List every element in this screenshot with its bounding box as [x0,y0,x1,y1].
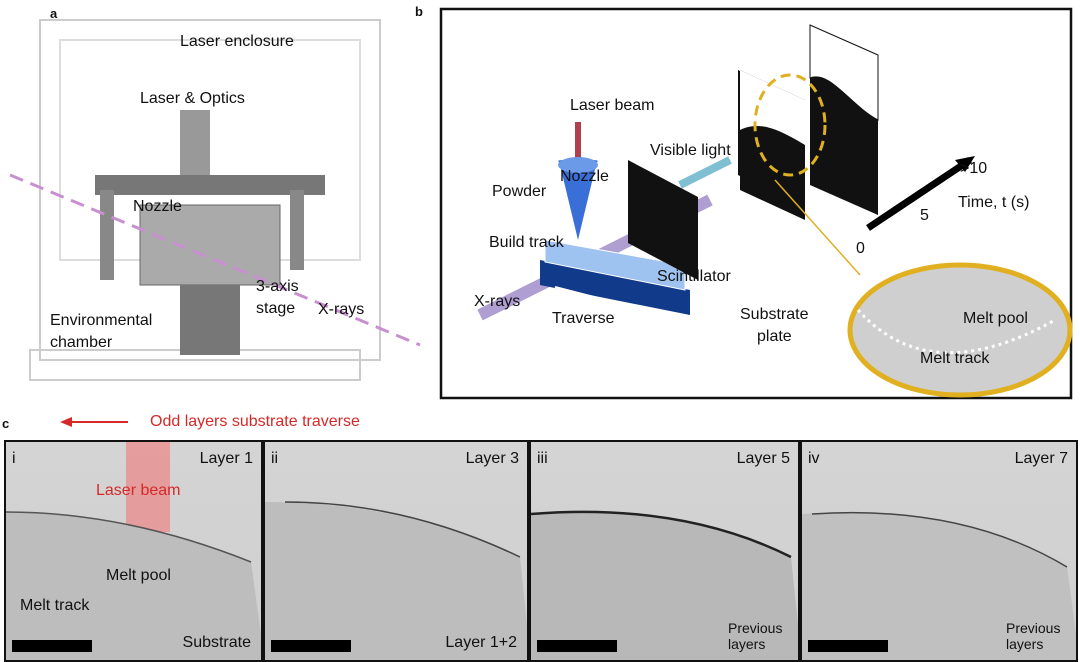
panel-letter: a [50,6,58,21]
frame-bottom-label: Layer 1+2 [445,634,517,652]
scale-bar [537,640,617,652]
label-powder: Powder [492,183,547,200]
laser-beam-overlay [126,442,170,532]
frame-bottom-label: Previous layers [1006,620,1061,652]
xray-path [9,173,421,347]
label-laser: Laser beam [96,482,181,499]
label-nozzle: Nozzle [133,198,182,215]
frame-bottom-label: Substrate [182,634,251,652]
time-tick-5: 5 [920,207,929,224]
label-melt-track: Melt track [920,350,990,367]
frame-layer-5: iii Layer 5 Previous layers [529,440,800,662]
label-stage: 3-axis [256,278,299,295]
frame-layer: Layer 1 [199,450,253,467]
frame-layer-7: iv Layer 7 Previous layers [800,440,1078,662]
label-build-track: Build track [489,234,564,251]
label-laser: Laser beam [570,97,655,114]
label-nozzle: Nozzle [560,168,609,185]
frame-layer: Layer 7 [1014,450,1068,467]
panel-letter: c [2,416,10,431]
schematic-drawing [439,7,1073,400]
label-visible: Visible light [650,142,731,159]
panel-letter: b [415,4,423,19]
label-chamber: Environmental [50,312,153,329]
scale-bar [271,640,351,652]
label-melt-track: Melt track [20,597,90,614]
label-stage: stage [256,300,296,317]
traverse-label: Odd layers substrate traverse [150,413,360,430]
frame-number: i [12,450,16,467]
label-chamber: chamber [50,334,113,351]
label-traverse: Traverse [552,310,615,327]
frame-number: iii [537,450,548,467]
apparatus-drawing [9,19,421,381]
label-melt-pool: Melt pool [106,567,171,584]
label-enclosure: Laser enclosure [180,33,294,50]
label-melt-pool: Melt pool [963,310,1028,327]
frame-layer: Layer 5 [736,450,790,467]
arrow-left-icon [60,417,128,427]
time-axis-label: Time, t (s) [958,194,1030,211]
frame-layer-1: i Layer 1 Laser beam Melt pool Melt trac… [4,440,263,662]
label-substrate: plate [757,328,792,345]
label-substrate: Substrate [740,306,809,323]
time-tick-0: 0 [856,240,865,257]
scale-bar [12,640,92,652]
frame-bottom-label: Previous layers [728,620,783,652]
label-optics: Laser & Optics [140,90,245,107]
frame-number: ii [271,450,279,467]
frame-layer-3: ii Layer 3 Layer 1+2 [263,440,529,662]
label-xrays: X-rays [318,301,365,318]
scale-bar [808,640,888,652]
time-tick-10: >10 [960,160,988,177]
label-xrays: X-rays [474,293,521,310]
frame-layer: Layer 3 [465,450,519,467]
label-scintillator: Scintillator [657,268,731,285]
frame-number: iv [808,450,820,467]
